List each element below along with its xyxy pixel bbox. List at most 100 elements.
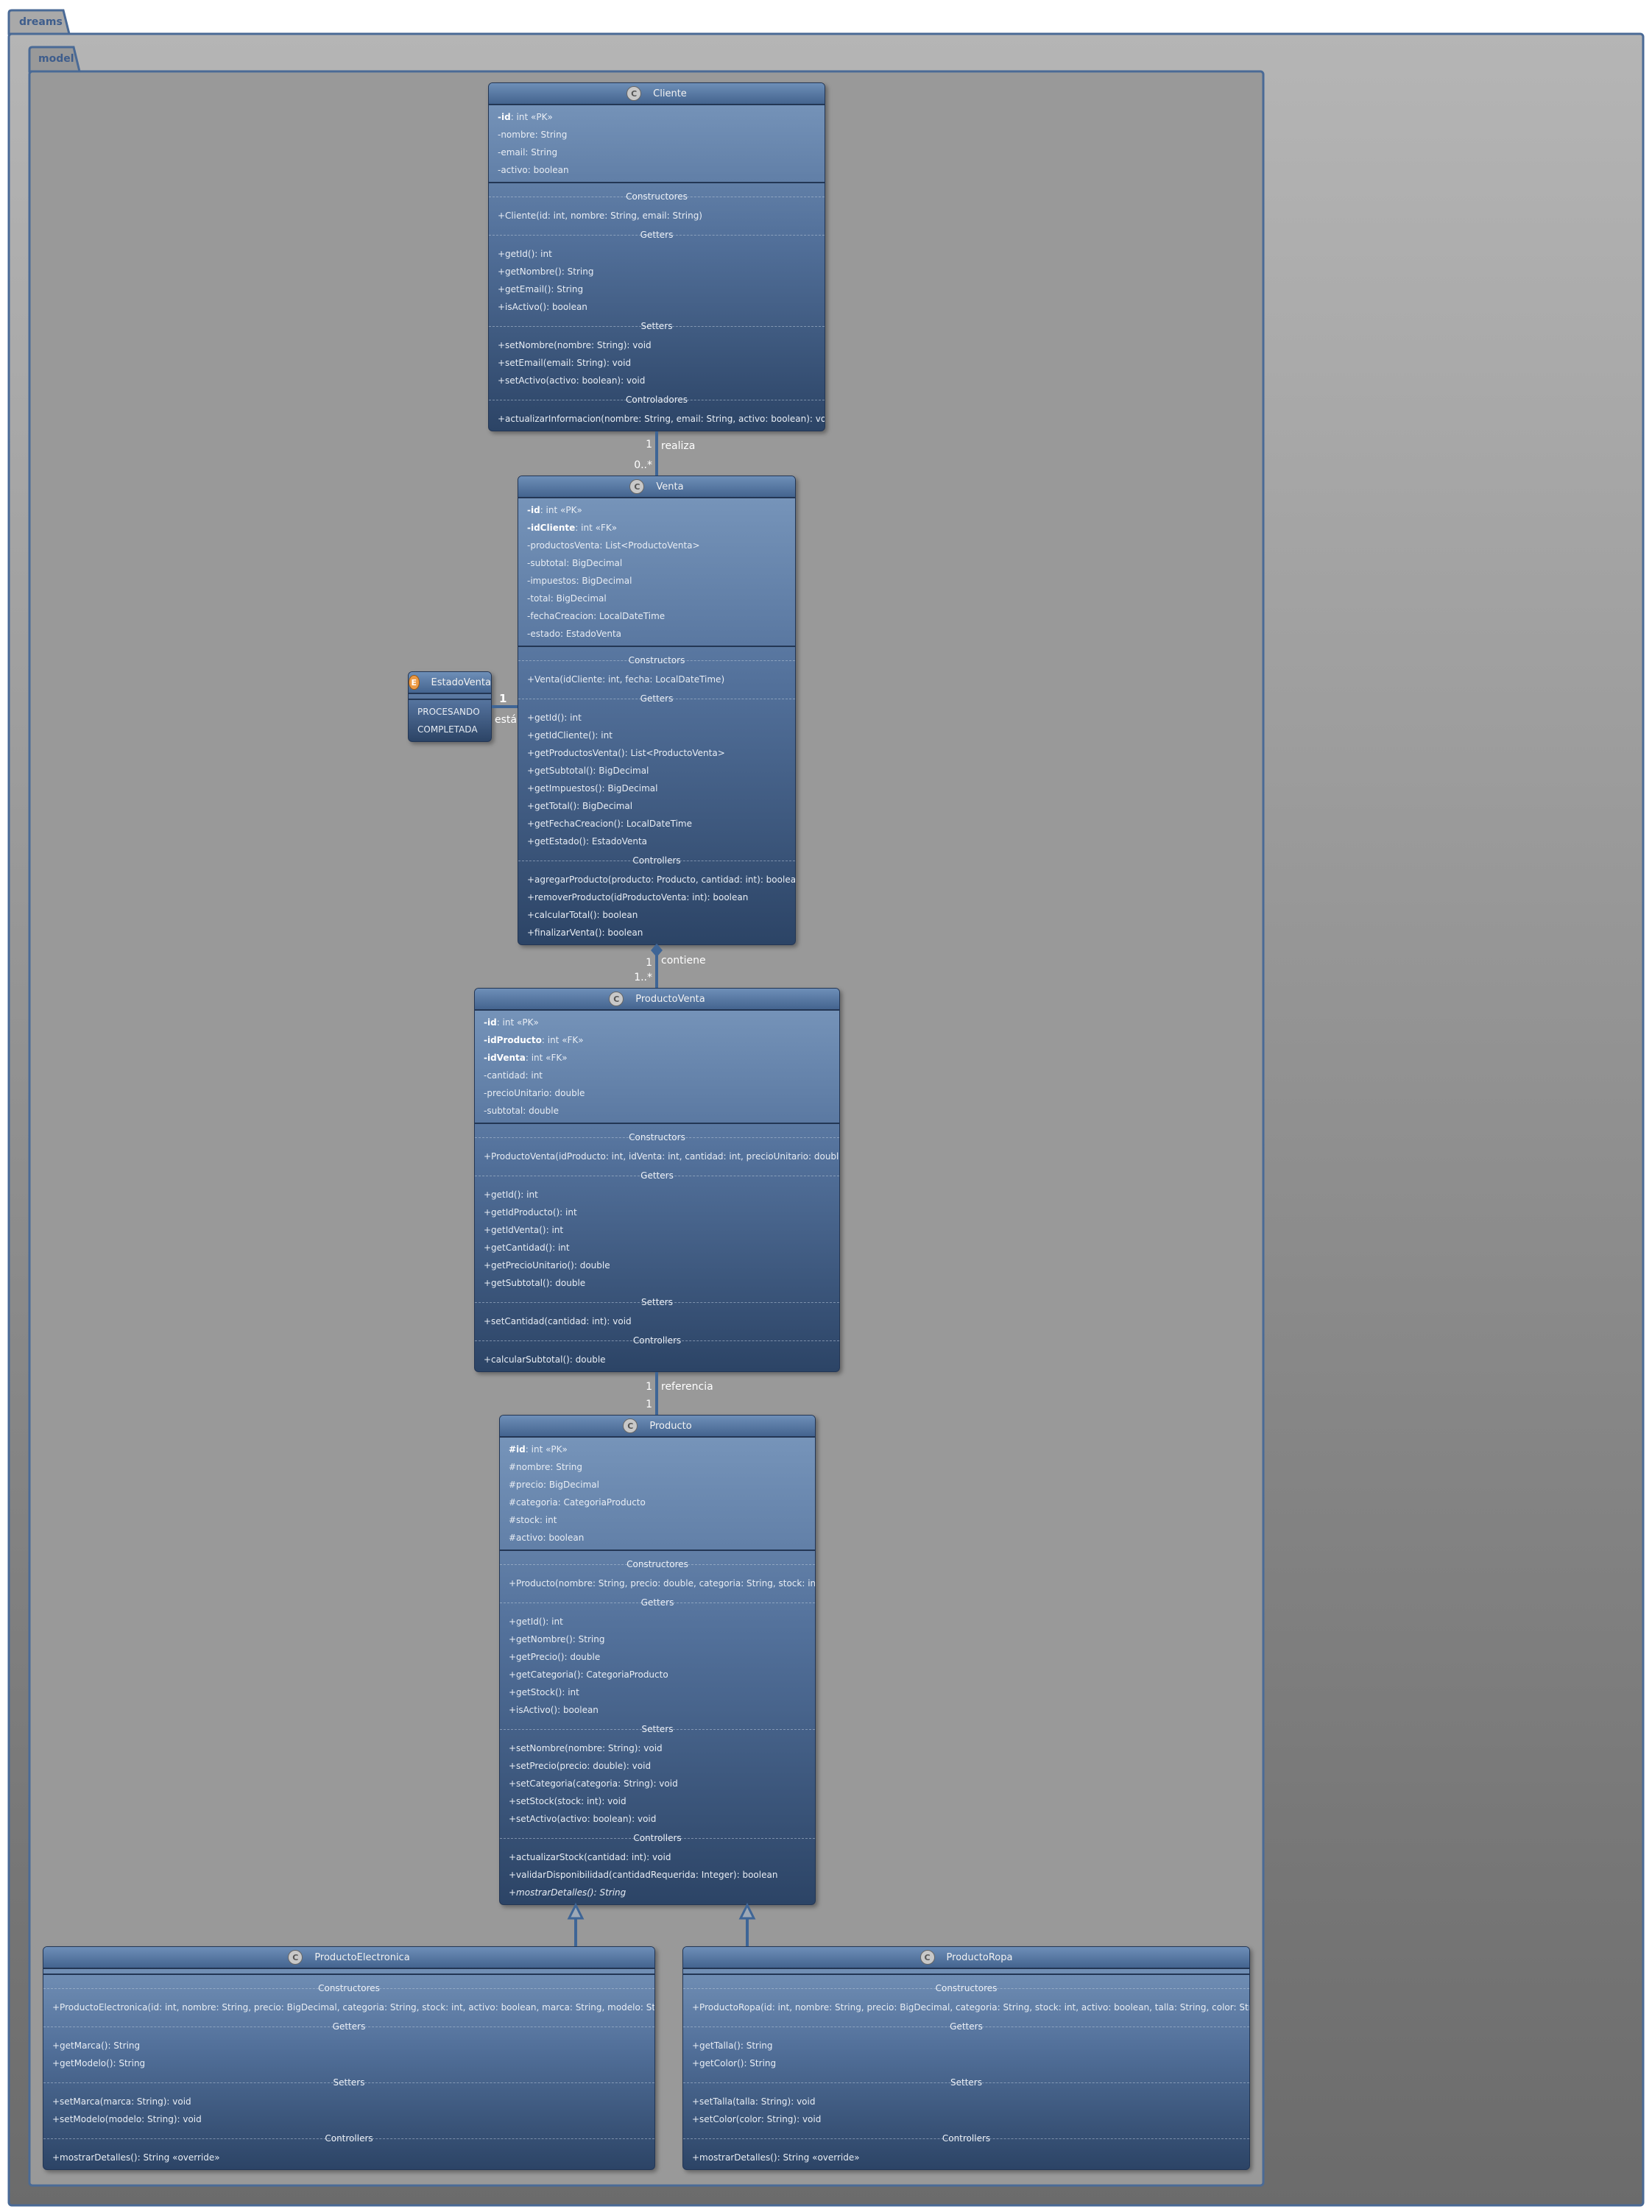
class-stereotype-icon: C [609,992,624,1006]
class-method: +setActivo(activo: boolean): void [498,375,646,386]
class-method: +getPrecioUnitario(): double [484,1260,610,1271]
class-venta[interactable]: C Venta -id: int «PK» -idCliente: int «FK» -… [518,476,796,945]
class-method: +getEmail(): String [498,284,584,294]
class-method: +getStock(): int [509,1687,579,1697]
class-method: +getIdVenta(): int [484,1225,564,1235]
enum-stereotype-icon: E [409,675,420,690]
method-group-separator: Getters [489,225,825,245]
method-group-separator: Controladores [489,389,825,410]
class-method: +getFechaCreacion(): LocalDateTime [527,819,692,829]
class-attribute: #categoria: CategoriaProducto [509,1497,646,1508]
class-attribute: -estado: EstadoVenta [527,629,622,639]
class-method: +validarDisponibilidad(cantidadRequerida… [509,1870,778,1880]
class-method: +getColor(): String [692,2058,777,2068]
class-name: ProductoElectronica [314,1951,410,1963]
class-stereotype-icon: C [623,1418,638,1433]
class-attribute: #stock: int [509,1515,557,1525]
class-method: +getModelo(): String [52,2058,146,2068]
class-attribute: -fechaCreacion: LocalDateTime [527,611,666,621]
class-attribute: #activo: boolean [509,1533,585,1543]
class-methods: Constructors+ProductoVenta(idProducto: i… [475,1124,839,1371]
class-method: +getId(): int [484,1190,538,1200]
class-name: ProductoRopa [946,1951,1013,1963]
class-attribute: -id: int «PK» [484,1017,539,1028]
class-method: +agregarProducto(producto: Producto, can… [527,874,796,885]
method-group-separator: Getters [43,2016,654,2037]
method-group-separator: Getters [683,2016,1249,2037]
class-attribute: -idProducto: int «FK» [484,1035,584,1045]
class-method: +getEstado(): EstadoVenta [527,836,648,847]
class-name: Venta [656,481,684,492]
class-stereotype-icon: C [288,1950,303,1965]
class-header: C ProductoElectronica [43,1947,654,1969]
class-methods: Constructors +Venta(idCliente: int, fecha… [518,647,795,944]
class-name: Cliente [653,88,687,99]
class-method: +getCategoria(): CategoriaProducto [509,1669,668,1680]
class-method: +ProductoRopa(id: int, nombre: String, p… [692,2002,1250,2013]
class-stereotype-icon: C [629,479,645,494]
class-method: +getId(): int [498,249,552,259]
class-attribute: -subtotal: BigDecimal [527,558,623,568]
method-group-separator: Setters [43,2072,654,2093]
method-group-separator: Constructors [475,1127,839,1148]
class-attribute: -id: int «PK» [498,112,553,122]
class-method: +getId(): int [509,1616,563,1627]
class-method: +isActivo(): boolean [498,302,587,312]
class-method: +setModelo(modelo: String): void [52,2114,202,2124]
class-method: +getNombre(): String [509,1634,605,1644]
class-attribute: -total: BigDecimal [527,593,607,604]
method-group-separator: Setters [489,316,825,336]
class-attribute: -idCliente: int «FK» [527,523,618,533]
class-attribute: -email: String [498,147,558,158]
class-attribute: -id: int «PK» [527,505,582,515]
class-attribute: -precioUnitario: double [484,1088,585,1098]
class-method: +actualizarStock(cantidad: int): void [509,1852,671,1862]
class-method: +finalizarVenta(): boolean [527,927,643,938]
class-method: +removerProducto(idProductoVenta: int): … [527,892,749,902]
class-method: +setCategoria(categoria: String): void [509,1778,678,1789]
class-method: +getSubtotal(): BigDecimal [527,766,649,776]
class-attribute: -activo: boolean [498,165,569,175]
class-name: Producto [649,1420,692,1432]
package-dreams-tab [7,9,71,35]
method-group-separator: Constructors [518,650,795,671]
method-group-separator: Constructores [43,1978,654,1999]
class-method: +isActivo(): boolean [509,1705,599,1715]
class-method: +getIdProducto(): int [484,1207,577,1218]
class-method: +calcularTotal(): boolean [527,910,638,920]
class-method: +getMarca(): String [52,2040,141,2051]
method-group-separator: Constructores [489,186,825,207]
class-method: +mostrarDetalles(): String «override» [692,2152,860,2163]
class-method: +setTalla(talla: String): void [692,2096,816,2107]
class-method: +setColor(color: String): void [692,2114,822,2124]
class-method: +Cliente(id: int, nombre: String, email:… [498,211,702,221]
class-header: C Producto [500,1416,815,1438]
class-method: +getImpuestos(): BigDecimal [527,783,658,794]
class-method: +getCantidad(): int [484,1243,570,1253]
enum-value: PROCESANDO [417,707,480,717]
class-method: +getSubtotal(): double [484,1278,586,1288]
class-methods: Constructores+Producto(nombre: String, p… [500,1551,815,1904]
class-attribute: -nombre: String [498,130,568,140]
class-method: +getTotal(): BigDecimal [527,801,633,811]
method-group-separator: Setters [500,1719,815,1739]
method-group-separator: Getters [518,688,795,709]
class-method: +Venta(idCliente: int, fecha: LocalDateT… [527,674,725,685]
class-attribute: -idVenta: int «FK» [484,1053,568,1063]
method-group-separator: Setters [475,1292,839,1312]
class-attribute: -subtotal: double [484,1106,559,1116]
class-method: +mostrarDetalles(): String [509,1887,626,1898]
method-group-separator: Getters [500,1592,815,1613]
class-stereotype-icon: C [919,1950,935,1965]
class-method: +getIdCliente(): int [527,730,613,741]
class-attributes-empty [43,1969,654,1975]
method-group-separator: Constructores [683,1978,1249,1999]
